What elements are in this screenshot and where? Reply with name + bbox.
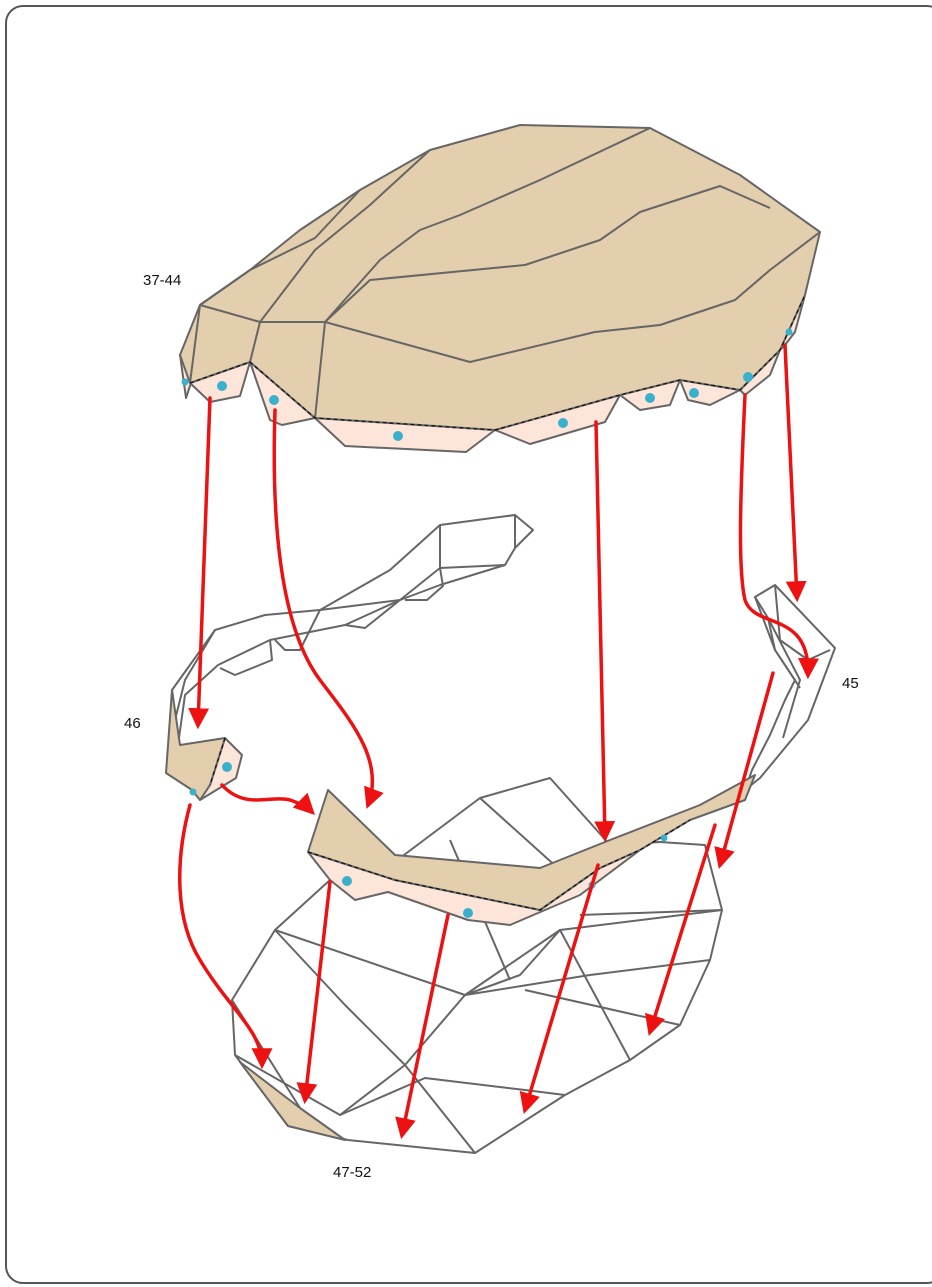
label-47-52: 47-52 (333, 1164, 371, 1181)
label-46: 46 (124, 715, 141, 732)
arrow-7 (180, 805, 262, 1065)
arrow-5 (785, 345, 797, 598)
hair-main (180, 125, 820, 430)
arrow-3 (596, 422, 605, 838)
label-37-44: 37-44 (143, 272, 181, 289)
label-45: 45 (842, 675, 859, 692)
arrow-6 (222, 785, 312, 812)
left-strip (172, 515, 533, 745)
top-piece-37-44 (180, 125, 820, 452)
